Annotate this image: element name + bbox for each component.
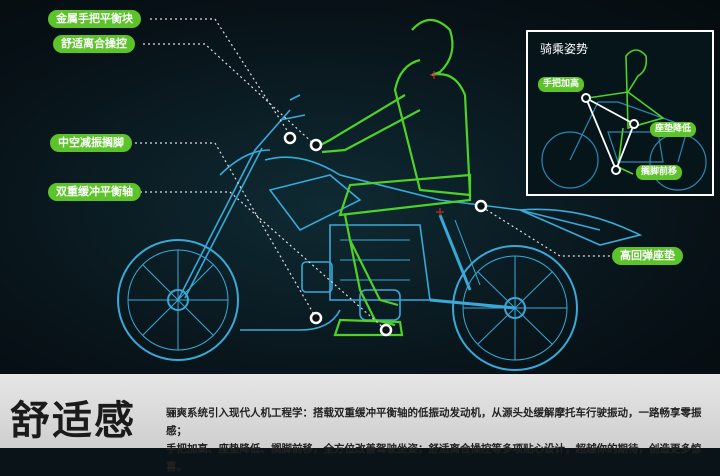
motorcycle-wireframe xyxy=(117,18,643,371)
banner-desc-line-2: 手把加高、座垫降低、搁脚前移，全方位改善驾驶坐姿；舒适离合操控等多项贴心设计，超… xyxy=(166,443,702,473)
bottom-banner: 舒适感 骊爽系统引入现代人机工程学：搭载双重缓冲平衡轴的低振动发动机，从源头处缓… xyxy=(0,374,720,473)
callout-hollow-footrest: 中空减振搁脚 xyxy=(50,134,132,152)
inset-seat-lower: 座垫降低 xyxy=(650,122,697,137)
joint-markers xyxy=(430,71,444,216)
banner-description: 骊爽系统引入现代人机工程学：搭载双重缓冲平衡轴的低振动发动机，从源头处缓解摩托车… xyxy=(166,404,714,476)
leader-lines xyxy=(135,18,612,331)
inset-diagram xyxy=(541,49,707,191)
callout-comfort-clutch: 舒适离合操控 xyxy=(53,35,135,53)
inset-title: 骑乘姿势 xyxy=(540,42,589,56)
hero-illustration: 金属手把平衡块 舒适离合操控 中空减振搁脚 双重缓冲平衡轴 高回弹座垫 骑乘姿势 xyxy=(0,0,720,374)
riding-posture-inset: 骑乘姿势 手把加高 座垫降低 搁脚前移 xyxy=(526,30,714,196)
bike-frame xyxy=(177,94,643,331)
banner-title: 舒适感 xyxy=(10,398,136,444)
callout-metal-handlebar-weight: 金属手把平衡块 xyxy=(48,10,141,28)
callout-dual-balance-shaft: 双重缓冲平衡轴 xyxy=(48,183,141,201)
inset-footrest-forward: 搁脚前移 xyxy=(636,165,683,180)
hotspots xyxy=(283,131,488,337)
banner-desc-line-1: 骊爽系统引入现代人机工程学：搭载双重缓冲平衡轴的低振动发动机，从源头处缓解摩托车… xyxy=(166,407,702,437)
callout-high-rebound-seat: 高回弹座垫 xyxy=(612,247,683,265)
rider-outline xyxy=(314,18,472,337)
inset-handlebar-raise: 手把加高 xyxy=(538,77,585,92)
